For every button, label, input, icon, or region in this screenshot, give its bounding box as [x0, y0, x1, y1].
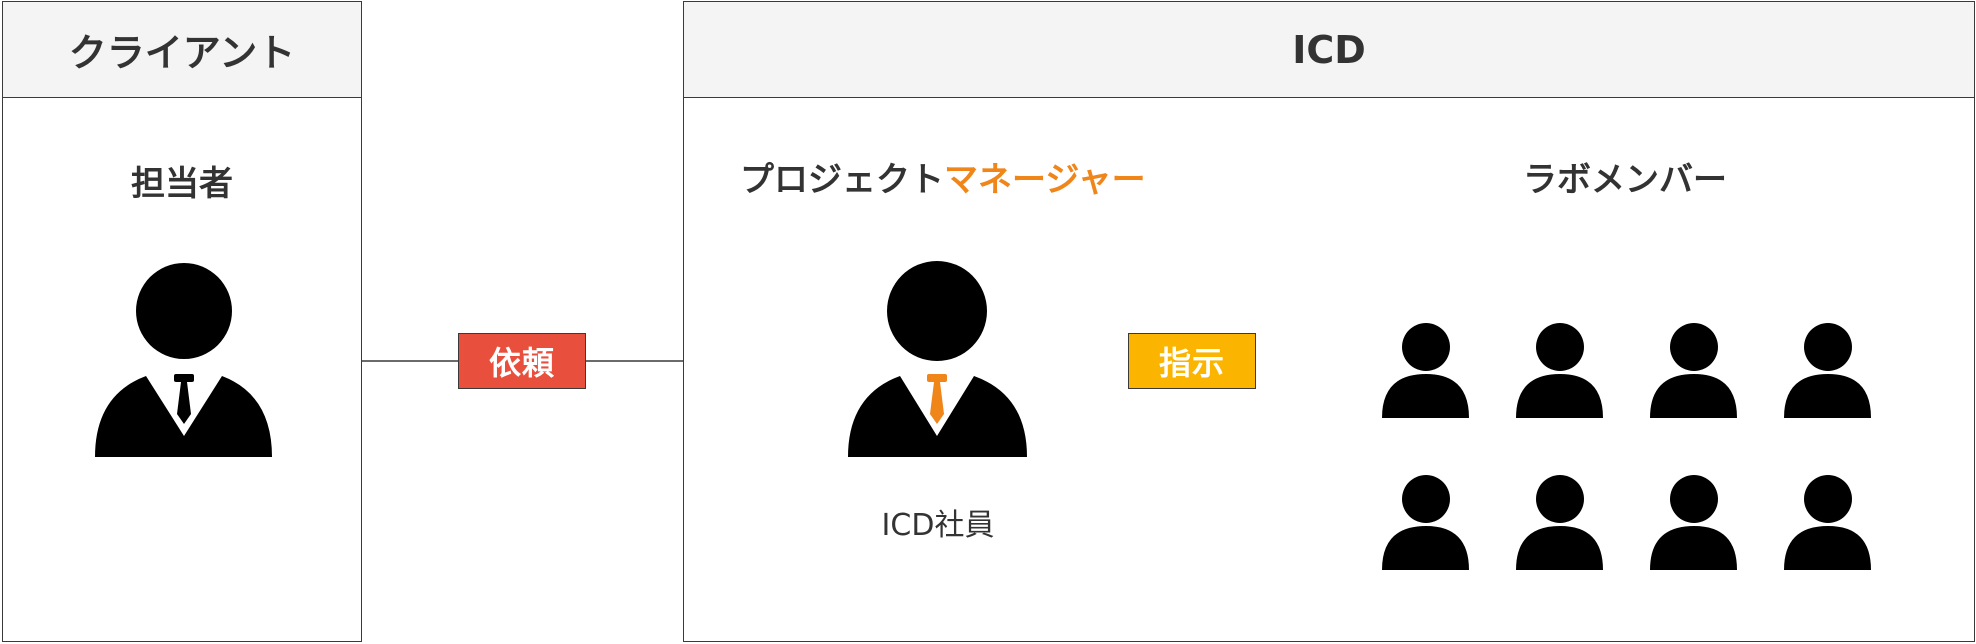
person-icon — [1516, 323, 1603, 418]
lab-role-label: ラボメンバー — [1523, 160, 1727, 200]
pm-caption: ICD社員 — [881, 508, 995, 543]
person-icon — [1516, 475, 1603, 570]
icd-panel-title: ICD — [684, 2, 1974, 98]
client-panel-title: クライアント — [3, 2, 361, 98]
pm-role-part2: マネージャー — [944, 160, 1146, 200]
person-icon — [1784, 323, 1871, 418]
person-icon — [1650, 323, 1737, 418]
request-tag: 依頼 — [458, 333, 586, 389]
person-icon — [1784, 475, 1871, 570]
instruct-tag: 指示 — [1128, 333, 1256, 389]
person-icon — [1382, 475, 1469, 570]
pm-role-label: プロジェクトマネージャー — [740, 152, 1146, 201]
person-icon — [1382, 323, 1469, 418]
person-icon — [1650, 475, 1737, 570]
icd-panel: ICD — [683, 1, 1975, 642]
pm-role-part1: プロジェクト — [740, 160, 944, 200]
client-role-label: 担当者 — [131, 164, 233, 204]
